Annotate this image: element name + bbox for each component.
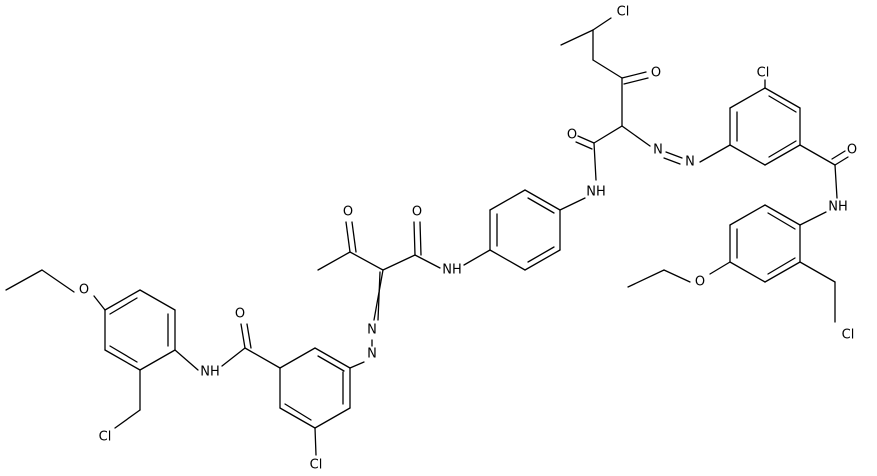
- atom-label-cl-right: Cl: [757, 66, 770, 81]
- atom-label-o-ketone-top: O: [651, 66, 661, 81]
- atom-label-o-amide-right: O: [847, 143, 857, 158]
- atom-label-cl-bottom: Cl: [310, 458, 323, 473]
- atom-label-nh-right: NH: [828, 200, 848, 215]
- atom-label-nh-left: NH: [200, 365, 220, 380]
- atom-label-nh-center-right: NH: [586, 185, 606, 200]
- atom-label-cl-ch2-left: Cl: [99, 430, 112, 445]
- atom-label-n-azo-right-1: N: [653, 143, 663, 158]
- atom-label-o-ether-left: O: [79, 283, 89, 298]
- atom-label-n-azo-left-2: N: [367, 347, 377, 362]
- atom-label-n-azo-left-1: N: [367, 323, 377, 338]
- atom-label-cl-top: Cl: [617, 5, 630, 20]
- atom-label-n-azo-right-2: N: [685, 155, 695, 170]
- atom-label-o-ketone-left: O: [343, 205, 353, 220]
- atom-label-o-amide-lower: O: [235, 307, 245, 322]
- atom-label-cl-ch2-right: Cl: [842, 328, 855, 343]
- atom-label-o-ether-right: O: [695, 275, 705, 290]
- atom-label-o-amide-left: O: [412, 205, 422, 220]
- bond-lines: [5, 17, 849, 456]
- atom-label-nh-center-left: NH: [442, 263, 462, 278]
- atom-label-o-amide-top: O: [567, 128, 577, 143]
- atom-labels: Cl O O N N Cl O NH NH O O NH O O O N Cl …: [79, 5, 857, 473]
